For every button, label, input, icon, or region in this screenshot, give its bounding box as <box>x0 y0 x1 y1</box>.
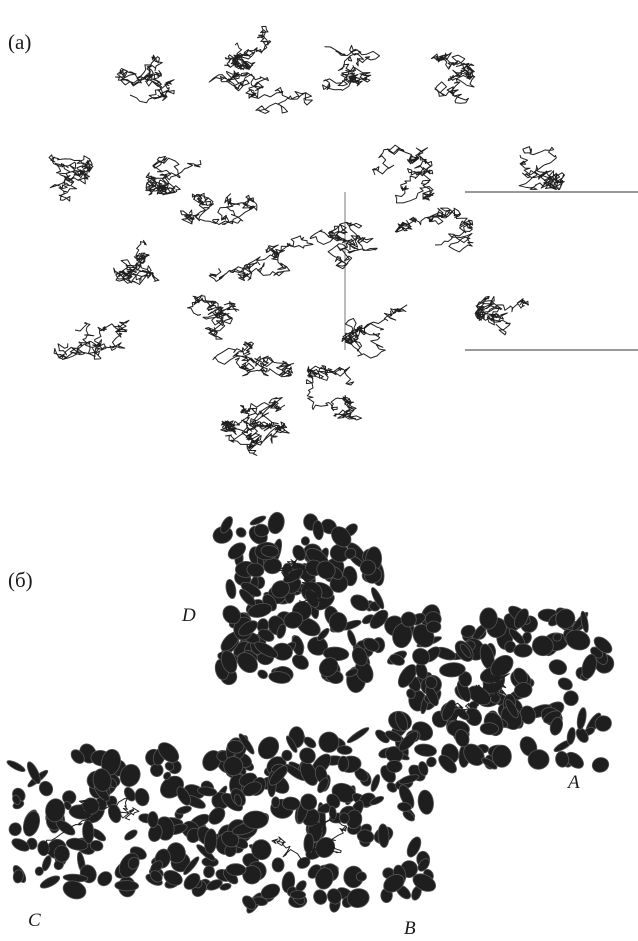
molecule-trace-2 <box>209 71 312 114</box>
molecule-trace-8 <box>519 147 565 190</box>
panel-b: (б) D A C B <box>0 490 638 941</box>
molecule-trace-20 <box>307 366 362 420</box>
molecule-trace-10 <box>114 240 159 284</box>
molecule-trace-4 <box>431 53 474 103</box>
cartoon-structure-image <box>0 490 638 941</box>
chain-label-b: B <box>404 918 416 940</box>
molecule-trace-16 <box>342 305 407 358</box>
molecule-trace-14 <box>54 320 129 359</box>
molecule-trace-9 <box>181 193 257 224</box>
molecule-trace-5 <box>49 155 93 201</box>
molecule-trace-12 <box>310 222 377 268</box>
panel-b-label: (б) <box>8 568 33 593</box>
molecule-trace-18 <box>213 342 294 377</box>
chain-label-a: A <box>568 772 580 794</box>
chain-d-cartoon <box>211 511 391 693</box>
molecule-trace-7 <box>372 145 434 203</box>
molecule-trace-13 <box>395 208 473 252</box>
chain-label-d: D <box>182 605 196 627</box>
molecule-trace-3 <box>323 45 380 90</box>
molecule-trace-6 <box>146 156 201 195</box>
molecule-trace-1 <box>115 55 174 103</box>
molecule-trace-15 <box>188 295 239 339</box>
molecule-trace-11 <box>209 236 313 282</box>
molecule-trace-0 <box>225 26 271 69</box>
molecule-trace-19 <box>241 398 287 446</box>
chain-label-c: C <box>28 910 41 932</box>
crystal-packing-image <box>0 0 638 480</box>
panel-a: (а) <box>0 0 638 480</box>
molecule-trace-17 <box>475 296 528 334</box>
